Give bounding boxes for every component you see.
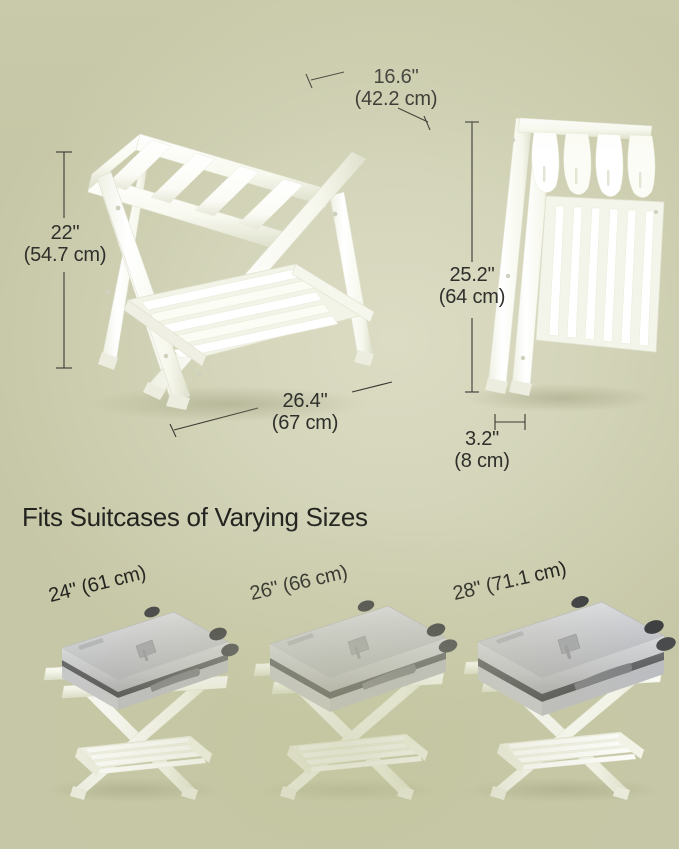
webbing-straps [106,139,304,230]
folded-shelf-slats [548,205,655,347]
dimension-label-depth: 16.6" (42.2 cm) [330,66,462,111]
dimension-label-width: 26.4" (67 cm) [244,390,366,435]
dimension-label-folded-thickness: 3.2" (8 cm) [442,428,522,473]
dimension-height-inches: 22" [50,222,80,244]
folded-hardware-bolts [505,137,658,361]
open-luggage-rack-illustration [87,133,376,422]
dimension-folded-thickness-metric: (8 cm) [454,450,510,473]
dimension-label-height: 22" (54.7 cm) [22,222,108,267]
suitcase-rack-large [462,596,676,802]
folded-webbing-straps [531,131,656,198]
dimension-label-folded-height: 25.2" (64 cm) [430,264,514,309]
dimension-width-metric: (67 cm) [271,412,339,435]
dimension-width-inches: 26.4" [282,390,328,412]
dimension-folded-height-metric: (64 cm) [438,286,506,309]
suitcase-rack-medium [253,600,458,802]
dimension-folded-thickness-inches: 3.2" [464,428,500,450]
suitcase-medium [269,600,458,712]
dimension-height-metric: (54.7 cm) [23,244,107,267]
suitcase-rack-small [43,606,239,802]
dimension-depth-inches: 16.6" [373,66,419,88]
section-title: Fits Suitcases of Varying Sizes [22,502,368,532]
lower-shelf-slats [141,267,339,359]
hardware-bolts [105,205,338,377]
suitcase-large [477,596,676,716]
dimension-folded-height-inches: 25.2" [449,264,495,286]
suitcase-small [61,606,239,710]
folded-luggage-rack-illustration [465,117,665,412]
dimension-depth-metric: (42.2 cm) [354,88,438,111]
